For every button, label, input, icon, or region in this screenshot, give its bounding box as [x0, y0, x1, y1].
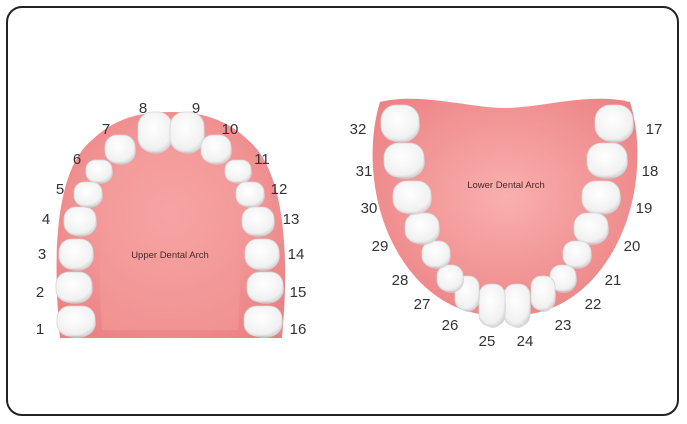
tooth-number-7: 7	[102, 121, 110, 138]
upper-tooth-14	[245, 239, 280, 271]
upper-tooth-12	[236, 182, 265, 208]
upper-tooth-4	[64, 207, 97, 237]
lower-tooth-21	[563, 241, 592, 269]
tooth-number-24: 24	[517, 333, 534, 350]
tooth-number-11: 11	[254, 151, 270, 168]
tooth-number-12: 12	[271, 181, 288, 198]
upper-arch-label: Upper Dental Arch	[131, 250, 209, 261]
lower-tooth-17	[595, 105, 634, 143]
upper-tooth-15	[247, 272, 284, 304]
tooth-number-1: 1	[36, 321, 44, 338]
upper-tooth-2	[56, 272, 93, 304]
lower-tooth-24	[504, 284, 531, 328]
tooth-number-13: 13	[283, 211, 300, 228]
lower-tooth-18	[587, 143, 628, 179]
lower-tooth-29	[405, 213, 440, 245]
tooth-number-18: 18	[642, 163, 659, 180]
tooth-number-16: 16	[290, 321, 307, 338]
upper-tooth-11	[225, 160, 252, 184]
upper-tooth-13	[242, 207, 275, 237]
upper-tooth-6	[86, 160, 113, 184]
lower-tooth-30	[393, 181, 432, 215]
tooth-number-25: 25	[479, 333, 496, 350]
lower-tooth-25	[479, 284, 506, 328]
lower-arch-label: Lower Dental Arch	[467, 180, 545, 191]
upper-tooth-8	[138, 112, 173, 154]
tooth-number-8: 8	[139, 100, 147, 117]
tooth-number-4: 4	[42, 211, 50, 228]
tooth-number-5: 5	[56, 181, 64, 198]
tooth-number-14: 14	[288, 246, 305, 263]
tooth-number-26: 26	[442, 317, 459, 334]
tooth-number-21: 21	[605, 272, 622, 289]
upper-tooth-7	[105, 135, 136, 165]
upper-tooth-1	[57, 306, 96, 338]
tooth-number-31: 31	[356, 163, 373, 180]
tooth-number-20: 20	[624, 238, 641, 255]
lower-tooth-27	[437, 265, 464, 293]
upper-tooth-5	[74, 182, 103, 208]
lower-tooth-32	[381, 105, 420, 143]
lower-tooth-28	[422, 241, 451, 269]
tooth-number-15: 15	[290, 284, 307, 301]
tooth-number-6: 6	[73, 151, 81, 168]
lower-tooth-31	[384, 143, 425, 179]
tooth-number-19: 19	[636, 200, 653, 217]
tooth-number-9: 9	[192, 100, 200, 117]
tooth-number-23: 23	[555, 317, 572, 334]
tooth-number-22: 22	[585, 296, 602, 313]
tooth-number-30: 30	[361, 200, 378, 217]
lower-tooth-20	[574, 213, 609, 245]
upper-tooth-3	[59, 239, 94, 271]
tooth-number-27: 27	[414, 296, 431, 313]
lower-tooth-23	[531, 276, 556, 312]
tooth-number-29: 29	[372, 238, 389, 255]
tooth-number-10: 10	[222, 121, 239, 138]
lower-tooth-19	[582, 181, 621, 215]
tooth-number-32: 32	[350, 121, 367, 138]
upper-tooth-9	[170, 112, 205, 154]
tooth-number-28: 28	[392, 272, 409, 289]
upper-tooth-16	[244, 306, 283, 338]
tooth-number-3: 3	[38, 246, 46, 263]
tooth-number-2: 2	[36, 284, 44, 301]
tooth-number-17: 17	[646, 121, 663, 138]
upper-tooth-10	[201, 135, 232, 165]
